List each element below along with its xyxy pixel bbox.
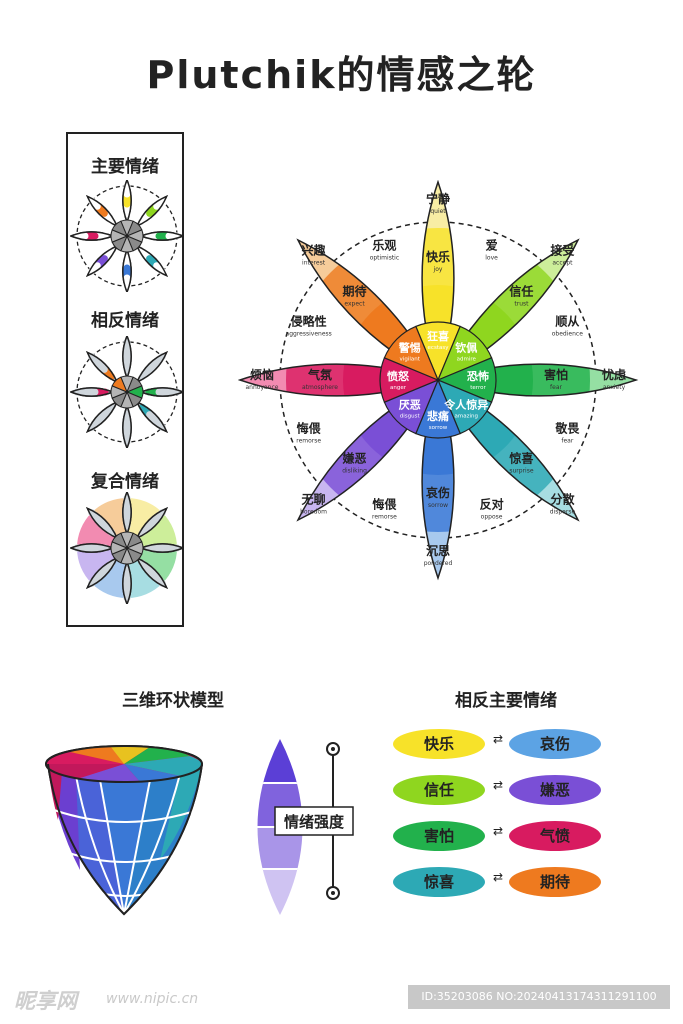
emotion-right: 期待: [509, 867, 601, 897]
dyad-label-en: remorse: [296, 438, 321, 445]
mid-label-en: sorrow: [428, 502, 448, 509]
dyad-label-en: love: [485, 255, 498, 262]
outer-label-en: disperse: [550, 508, 576, 515]
emotion-right: 气愤: [509, 821, 601, 851]
outer-label-en: boredom: [300, 508, 327, 515]
dyad-label: 爱: [486, 238, 498, 253]
dyad-label-en: aggressiveness: [286, 330, 332, 337]
opposite-pair-row: 惊喜 ⇄ 期待: [385, 863, 605, 899]
opposite-pair-row: 快乐 ⇄ 哀伤: [385, 725, 605, 761]
outer-label-en: anxiety: [603, 384, 626, 391]
dyad-label: 顺从: [555, 313, 579, 328]
mid-label-en: trust: [514, 301, 529, 308]
opposite-pair-row: 信任 ⇄ 嫌恶: [385, 771, 605, 807]
emotion-left: 惊喜: [393, 867, 485, 897]
opposite-emotions-label: 相反情绪: [91, 311, 159, 331]
dyad-label: 侵略性: [290, 313, 327, 328]
mid-label: 气氛: [307, 367, 332, 382]
dyad-label-en: obedience: [552, 330, 583, 337]
inner-label: 愤怒: [387, 369, 410, 383]
dyad-label: 敬畏: [554, 421, 580, 436]
dyad-label: 反对: [480, 496, 504, 511]
mid-label: 惊喜: [509, 450, 533, 465]
dyad-label: 悔偎: [372, 496, 397, 511]
mid-label-en: surprise: [509, 467, 533, 474]
mid-label: 哀伤: [426, 485, 450, 500]
model-3d-label: 三维环状模型: [122, 691, 224, 711]
outer-label-en: pondered: [424, 560, 453, 567]
mini-wheel-primary: [70, 180, 184, 292]
opposite-pair-row: 害怕 ⇄ 气愤: [385, 817, 605, 853]
emotion-left: 快乐: [393, 729, 485, 759]
mid-label-en: expect: [344, 301, 365, 308]
outer-label: 宁静: [426, 191, 450, 206]
dyad-label-en: fear: [561, 438, 573, 445]
primary-emotions-label: 主要情绪: [91, 157, 159, 177]
outer-label: 兴趣: [302, 243, 327, 258]
outer-label-en: quiet: [430, 208, 446, 215]
inner-label: 钦佩: [455, 341, 477, 355]
mid-label-en: fear: [550, 384, 562, 391]
emotion-right: 嫌恶: [509, 775, 601, 805]
inner-label: 狂喜: [427, 329, 449, 343]
dyad-label-en: remorse: [372, 513, 397, 520]
mid-label-en: atmosphere: [302, 384, 338, 391]
outer-label: 烦恼: [250, 367, 274, 382]
inner-label: 令人惊异: [443, 397, 488, 411]
outer-label: 分散: [550, 491, 575, 506]
inner-label-en: admire: [457, 357, 477, 363]
legend-panel: [66, 132, 184, 627]
mid-label-en: joy: [433, 266, 443, 273]
inner-label-en: vigilant: [400, 357, 421, 363]
mid-label: 嫌恶: [342, 450, 367, 465]
intensity-scale: 情绪强度: [257, 739, 354, 915]
emotion-left: 害怕: [393, 821, 485, 851]
outer-label: 无聊: [301, 491, 326, 506]
inner-label: 悲痛: [427, 409, 449, 423]
emotion-right: 哀伤: [509, 729, 601, 759]
mini-wheel-opposite: [70, 336, 184, 448]
inner-label-en: sorrow: [429, 425, 448, 431]
compound-emotions-label: 复合情绪: [91, 472, 159, 492]
dyad-label: 乐观: [372, 238, 396, 253]
outer-label: 沉思: [426, 543, 450, 558]
inner-label-en: disgust: [400, 413, 421, 419]
outer-label: 接受: [550, 243, 574, 258]
mid-label: 期待: [343, 284, 367, 299]
dyad-label: 悔偎: [297, 421, 322, 436]
dyad-label-en: optimistic: [370, 255, 399, 262]
watermark-id: ID:35203086 NO:20240413174311291100: [408, 985, 670, 1009]
page-title: Plutchik的情感之轮: [146, 53, 537, 97]
outer-label-en: annoyance: [246, 384, 279, 391]
swap-arrow-icon: ⇄: [492, 778, 504, 792]
mid-label: 快乐: [426, 249, 450, 264]
mini-wheel-compound: [70, 492, 184, 604]
core-sector-vigilant: [383, 325, 439, 381]
mid-label: 害怕: [544, 367, 568, 382]
watermark-url: www.nipic.cn: [106, 991, 199, 1007]
outer-label-en: interest: [302, 260, 326, 267]
intensity-label: 情绪强度: [284, 813, 345, 831]
dyad-label-en: oppose: [481, 513, 503, 520]
swap-arrow-icon: ⇄: [492, 732, 504, 746]
inner-label-en: amazing: [455, 413, 479, 419]
watermark-logo: 昵享网: [14, 989, 77, 1013]
outer-label-en: accept: [552, 260, 573, 267]
emotion-left: 信任: [393, 775, 485, 805]
inner-label: 厌恶: [399, 398, 421, 411]
opposite-primary-label: 相反主要情绪: [455, 691, 557, 711]
inner-label-en: ecstasy: [428, 345, 450, 351]
emotion-wheel: 宁静 quiet 快乐 joy 接受 accept 信任 trust 忧虑 anxiety 害怕 fe…: [238, 180, 639, 581]
outer-label: 忧虑: [602, 367, 626, 382]
swap-arrow-icon: ⇄: [492, 870, 504, 884]
inner-label-en: terror: [470, 385, 486, 391]
inner-label: 警惕: [398, 341, 421, 355]
swap-arrow-icon: ⇄: [492, 824, 504, 838]
mid-label: 信任: [509, 284, 533, 299]
mid-label-en: disliking: [342, 467, 367, 474]
inner-label: 恐怖: [467, 369, 489, 383]
inner-label-en: anger: [390, 385, 407, 391]
cone-3d-model: [45, 745, 203, 916]
